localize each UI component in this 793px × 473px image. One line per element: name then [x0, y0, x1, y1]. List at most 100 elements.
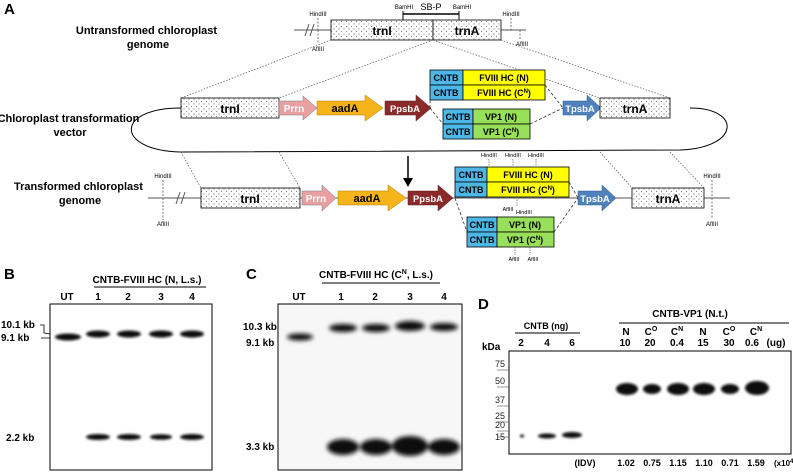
band	[86, 330, 110, 338]
ppsba-arrow-vector	[384, 94, 432, 122]
trni-box-transformed	[200, 187, 301, 209]
band	[360, 439, 392, 455]
panel-label-b: B	[4, 266, 15, 283]
band	[721, 384, 739, 394]
blot-d-bands	[520, 381, 769, 439]
band	[693, 383, 715, 395]
hindiii-site-untransformed-left: HindIII	[309, 12, 327, 18]
idv-unit: (x104)	[774, 459, 793, 468]
untransformed-line1: Untransformed chloroplast	[76, 25, 218, 37]
tpsba-arrow-transformed	[577, 184, 617, 212]
vp1-lane-label: N	[622, 327, 629, 338]
panel-c-title: CNTB-FVIII HC (CN, L.s.)	[319, 269, 433, 281]
marker-c-mid: 9.1 kb	[246, 338, 274, 349]
trni-label-vector: trnI	[220, 102, 239, 116]
band	[430, 323, 458, 331]
mw-markers: 75 50 37 25 20 15	[495, 359, 509, 442]
transformed-line2: genome	[59, 195, 101, 207]
hindiii-site-fviii-3: HindIII	[528, 153, 544, 159]
untransformed-line2: genome	[127, 39, 169, 51]
blot-d	[508, 350, 792, 455]
vp1-c-label-vector: VP1 (CN)	[483, 127, 519, 137]
blot-c-bands	[287, 321, 460, 456]
panel-label-d: D	[478, 296, 489, 313]
kda-label: kDa	[482, 342, 501, 353]
mapping-lines-top	[180, 39, 671, 99]
vp1-lane-label: CN	[671, 326, 683, 338]
panel-b-lane-labels: UT 1 2 3 4	[60, 292, 195, 303]
lane-label: 2	[372, 292, 378, 303]
band	[520, 434, 524, 438]
mapping-lines-bottom	[180, 151, 705, 189]
band	[327, 439, 359, 455]
band	[180, 434, 204, 440]
fviii-n-label-vector: FVIII HC (N)	[479, 73, 529, 83]
aada-label-vector: aadA	[332, 103, 359, 115]
band	[149, 330, 173, 338]
vp1-c-label-transformed: VP1 (CN)	[507, 235, 543, 245]
amount-unit: (ug)	[767, 338, 786, 349]
amount-label: 15	[697, 338, 709, 349]
band	[86, 434, 110, 440]
hindiii-site-fviii-1: HindIII	[481, 153, 497, 159]
hindiii-site-transformed-right: HindIII	[703, 174, 721, 180]
marker-b-top: 10.1 kb	[1, 320, 35, 331]
afliii-site-fviii: AflIII	[502, 207, 513, 213]
fviii-c-box-vector	[462, 84, 546, 101]
trni-label-untransformed: trnI	[372, 24, 391, 38]
row-label-untransformed: Untransformed chloroplast genome	[76, 25, 220, 51]
trna-box-transformed	[631, 187, 705, 209]
bamhi-site-left: BamHI	[395, 5, 414, 11]
hindiii-site-fviii-4: HindIII	[516, 210, 532, 216]
mw-label: 37	[495, 395, 505, 405]
vp1-lane-label: CO	[645, 326, 658, 338]
vp1-lane-label: CO	[723, 326, 736, 338]
bamhi-site-right: BamHI	[453, 5, 472, 11]
vp1-lane-label: N	[699, 327, 706, 338]
panel-label-c: C	[246, 266, 257, 283]
fviii-c-box-transformed	[486, 181, 570, 198]
marker-c-top: 10.3 kb	[243, 322, 277, 333]
ppsba-arrow-transformed	[407, 184, 454, 212]
blot-b-bands	[55, 330, 204, 440]
afliii-site-vp1-1: AflIII	[508, 257, 519, 263]
blot-b	[49, 303, 213, 471]
vp1-lane-label: CN	[750, 326, 762, 338]
vp1-c-box-transformed	[496, 231, 555, 248]
marker-b-bottom: 2.2 kb	[6, 433, 34, 444]
cntb-label-transformed-2: CNTB	[459, 185, 484, 195]
afliii-site-vp1-2: AflIII	[527, 257, 538, 263]
band	[643, 384, 661, 394]
panel-d-cntb-header: CNTB (ng)	[524, 321, 569, 331]
lane-label: 2	[125, 292, 131, 303]
band	[538, 433, 556, 439]
band	[150, 434, 172, 440]
band	[395, 321, 425, 331]
panel-label-a: A	[4, 1, 15, 18]
vector-plasmid-loop	[130, 107, 728, 153]
cntb-lane-label: 2	[518, 338, 524, 349]
lane-label: 3	[158, 292, 164, 303]
transformed-row: Transformed chloroplast genome HindIII A…	[14, 153, 730, 263]
ppsba-label-transformed: PpsbA	[413, 194, 443, 205]
aada-arrow-vector	[316, 94, 384, 122]
cntb-label-transformed-4: CNTB	[470, 235, 495, 245]
band	[287, 333, 313, 341]
hindiii-site-transformed-left: HindIII	[154, 174, 172, 180]
idv-value: 1.10	[695, 458, 713, 468]
band	[117, 330, 141, 338]
idv-value: 1.15	[669, 458, 687, 468]
band	[562, 432, 582, 438]
cntb-label-transformed-1: CNTB	[459, 170, 484, 180]
mw-label: 75	[495, 359, 505, 369]
lane-label: UT	[60, 292, 73, 303]
trna-box-untransformed	[432, 19, 502, 41]
lane-label: 1	[338, 292, 344, 303]
mw-label: 50	[495, 376, 505, 386]
prrn-arrow-vector	[278, 95, 318, 121]
cntb-lane-label: 6	[569, 338, 575, 349]
fviii-n-label-transformed: FVIII HC (N)	[503, 170, 553, 180]
panel-b-title: CNTB-FVIII HC (N, L.s.)	[93, 275, 202, 286]
mw-label: 20	[495, 420, 505, 430]
